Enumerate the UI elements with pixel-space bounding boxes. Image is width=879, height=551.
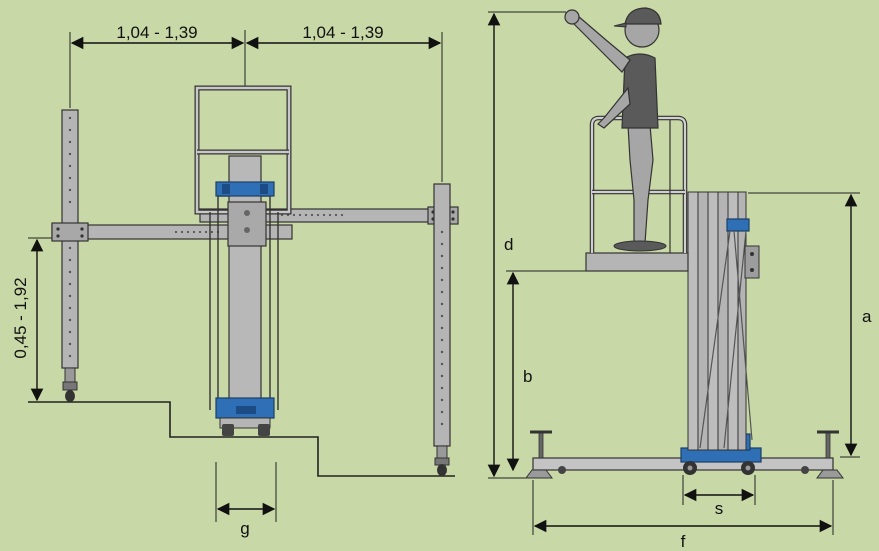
d-dim-label: d bbox=[504, 235, 513, 254]
right-outrigger-leg bbox=[433, 183, 451, 476]
side-view: d b a bbox=[487, 7, 872, 551]
side-base-chassis bbox=[525, 430, 844, 479]
leveling-dim-text: 0,45 - 1,92 bbox=[11, 277, 30, 358]
stepped-floor-line bbox=[28, 401, 455, 477]
left-outrigger-leg bbox=[61, 109, 79, 402]
a-dim-label: a bbox=[862, 307, 872, 326]
front-view: 1,04 - 1,39 1,04 - 1,39 0,45 - 1,92 bbox=[11, 23, 459, 538]
outrigger-left-dim-text: 1,04 - 1,39 bbox=[116, 23, 197, 42]
f-dim-text: f bbox=[681, 532, 686, 551]
side-telescopic-mast bbox=[687, 191, 760, 451]
s-dim-text: s bbox=[715, 499, 724, 518]
front-mast-assembly bbox=[194, 85, 292, 436]
side-platform-basket bbox=[585, 115, 689, 272]
b-dim-label: b bbox=[523, 367, 532, 386]
outrigger-right-dim-text: 1,04 - 1,39 bbox=[302, 23, 383, 42]
worker-figure bbox=[564, 7, 667, 252]
g-dim-text: g bbox=[240, 519, 249, 538]
